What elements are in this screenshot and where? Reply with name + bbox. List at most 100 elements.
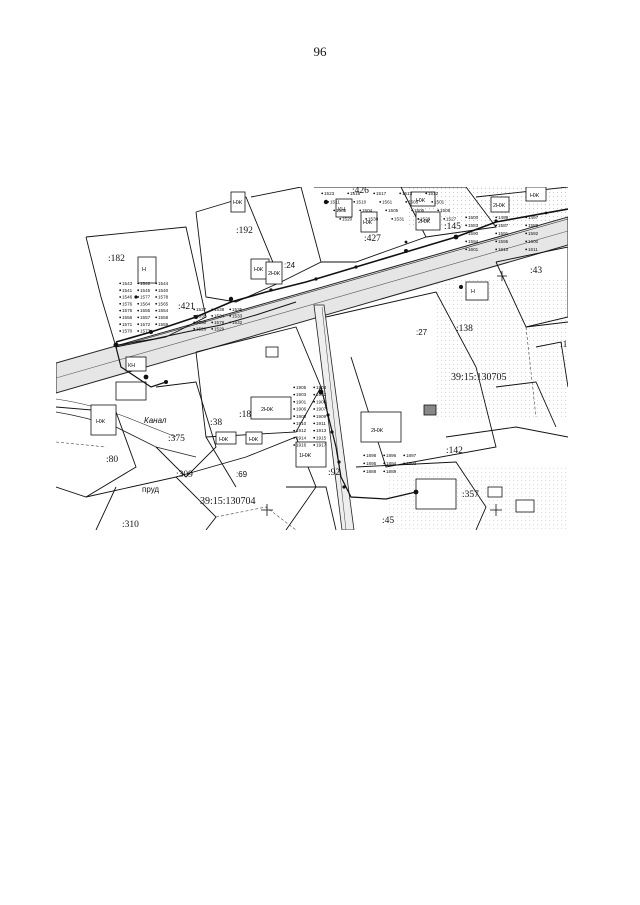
point-marker	[293, 422, 296, 425]
point-number-label: 1556	[122, 315, 133, 320]
point-number-label: 1545	[140, 288, 151, 293]
point-marker	[229, 308, 232, 311]
point-number-label: 1540	[158, 288, 169, 293]
point-marker	[293, 408, 296, 410]
point-number-label: 1531	[394, 217, 405, 222]
point-number-label: 1510	[356, 200, 367, 205]
point-number-label: 1580	[196, 320, 207, 325]
point-number-label: 1538	[214, 307, 225, 312]
parcel-label: :38	[210, 418, 222, 428]
building	[265, 261, 283, 285]
point-number-label: 1533	[232, 314, 243, 319]
point-marker	[363, 470, 366, 473]
parcel-label: :92	[328, 468, 340, 478]
building-label: НЖ	[254, 267, 263, 273]
point-marker	[119, 309, 122, 312]
cadastral-map-svg: 39:15:130705 39:15:130704 :426 :192 :182…	[56, 187, 568, 530]
point-number-label: 1555	[140, 308, 151, 313]
point-number-label: 1910	[296, 421, 307, 426]
point-number-label: 1543	[122, 281, 133, 286]
point-number-label: 1505	[388, 208, 399, 213]
point-marker	[417, 218, 420, 220]
parcel-label: :18	[239, 410, 251, 420]
point-number-label: 1916	[296, 443, 307, 448]
main-road	[56, 216, 568, 394]
point-marker	[363, 454, 366, 457]
building	[360, 211, 378, 233]
point-number-label: 1902	[316, 392, 327, 397]
point-number-label: 1611	[528, 247, 538, 252]
point-marker	[293, 436, 296, 439]
point-number-label: 1565	[158, 301, 169, 306]
building	[125, 356, 147, 372]
point-marker	[119, 289, 122, 292]
point-number-label: 1554	[158, 308, 169, 313]
point-marker	[155, 323, 158, 326]
point-marker	[155, 316, 158, 319]
parcel-label: :24	[284, 261, 296, 270]
point-marker	[293, 429, 296, 432]
point-number-label: 1571	[122, 322, 133, 327]
point-marker	[119, 323, 122, 326]
building-label: НЖ	[416, 198, 425, 204]
point-marker	[193, 308, 196, 311]
building-label: НЖ	[233, 200, 242, 206]
point-marker	[193, 315, 196, 317]
point-number-label: 1893	[406, 461, 417, 466]
point-number-label: 1907	[316, 407, 327, 412]
point-number-label: 1894	[386, 461, 397, 466]
point-number-label: 1546	[122, 295, 133, 300]
cadastral-block-north: 39:15:130705	[451, 372, 507, 383]
point-marker	[313, 386, 316, 389]
point-number-label: 1529	[214, 327, 225, 332]
point-marker	[363, 462, 366, 465]
point-marker	[211, 315, 214, 317]
point-marker	[403, 462, 406, 465]
building	[90, 404, 117, 436]
point-marker	[229, 315, 232, 317]
point-marker	[119, 296, 122, 298]
point-number-label: 1497	[528, 215, 539, 220]
point-marker	[353, 201, 356, 203]
point-marker	[313, 400, 316, 403]
parcel-label: :145	[444, 222, 461, 232]
point-number-label: 1917	[316, 443, 327, 448]
point-number-label: 1913	[316, 428, 327, 433]
parcel-label: :182	[108, 254, 125, 264]
point-marker	[327, 201, 330, 203]
point-marker	[465, 216, 468, 219]
side-road-line	[321, 306, 347, 530]
point-marker	[495, 216, 498, 219]
buildings	[90, 187, 547, 513]
point-marker	[383, 470, 386, 473]
nodes	[113, 199, 548, 495]
building	[410, 191, 436, 207]
point-number-label: 1572	[140, 322, 151, 327]
point-marker	[137, 309, 140, 312]
point-number-label: 1544	[158, 281, 169, 286]
point-marker	[155, 296, 158, 298]
point-number-label: 1501	[434, 200, 445, 205]
point-number-label: 1506	[414, 208, 425, 213]
point-marker	[365, 218, 368, 220]
point-number-label: 1526	[196, 327, 207, 332]
point-number-label: 1895	[366, 461, 377, 466]
point-number-label: 1589	[528, 223, 539, 228]
parcel-label: :142	[446, 446, 463, 456]
point-marker	[137, 330, 140, 332]
parcel-label: :310	[122, 520, 139, 530]
road-centerline	[56, 230, 568, 379]
point-number-label: 1906	[296, 407, 307, 412]
road-edge-inner	[115, 218, 568, 348]
point-marker	[211, 328, 214, 330]
building-label: 2НЖ	[371, 428, 383, 434]
point-number-label: 1594	[468, 239, 479, 244]
point-marker	[399, 192, 402, 195]
texture-east-parcel	[436, 277, 566, 417]
point-marker	[211, 308, 214, 311]
point-number-label: 1511	[330, 200, 340, 205]
point-number-label: 1903	[296, 392, 307, 397]
